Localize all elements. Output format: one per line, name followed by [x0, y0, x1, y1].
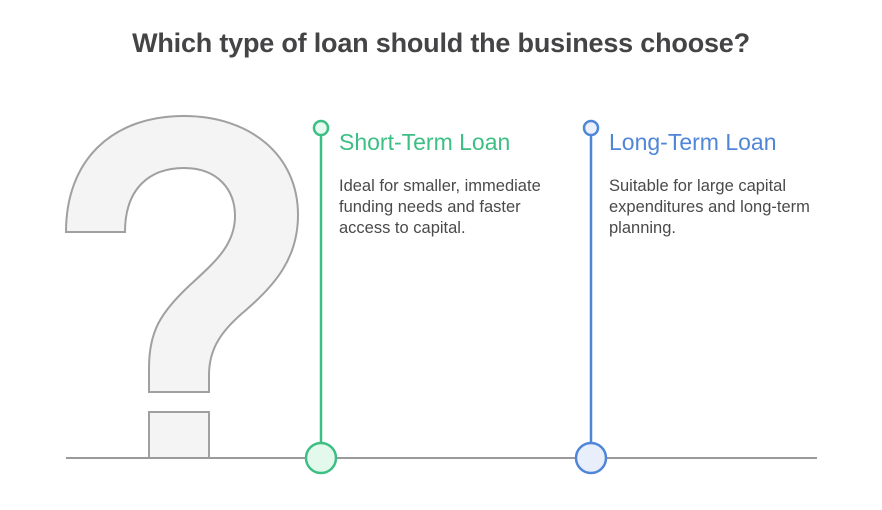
short-term-heading: Short-Term Loan — [339, 129, 511, 155]
long-term-heading: Long-Term Loan — [609, 129, 777, 155]
question-mark-icon — [64, 114, 300, 458]
long-term-marker — [574, 119, 608, 475]
long-term-description: Suitable for large capital expenditures … — [609, 177, 810, 237]
short-term-marker — [304, 119, 338, 475]
short-term-description: Ideal for smaller, immediate funding nee… — [339, 177, 541, 237]
page-title: Which type of loan should the business c… — [132, 28, 750, 58]
